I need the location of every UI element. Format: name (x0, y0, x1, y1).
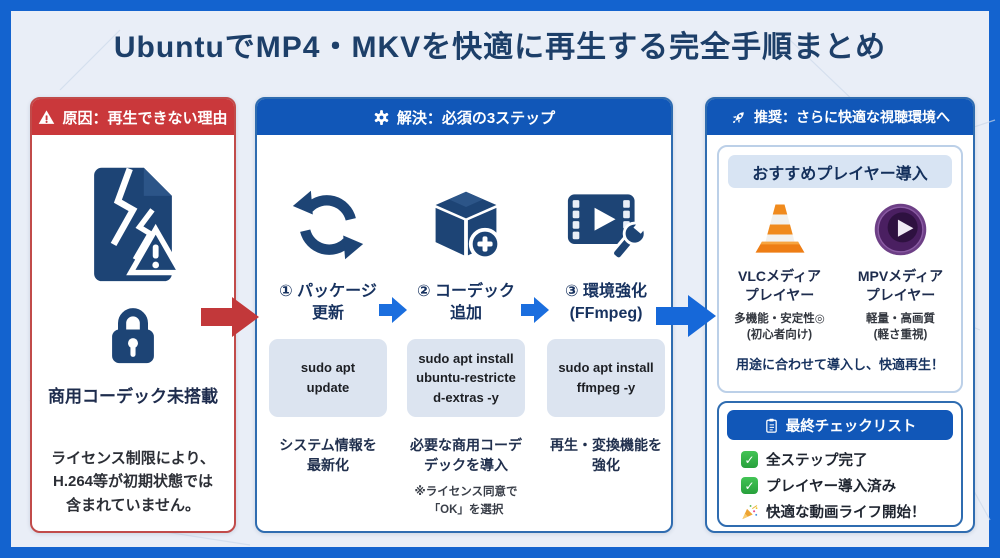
command-code: sudo apt install ffmpeg -y (547, 338, 665, 417)
broken-file-icon (32, 162, 234, 293)
checklist-items: ✓ 全ステップ完了 ✓ プレイヤー導入済み (741, 449, 961, 522)
refresh-icon (267, 135, 389, 263)
solution-panel-title: 解決：必須の3ステップ (396, 109, 556, 127)
recommend-panel: 推奨：さらに快適な視聴環境へ おすすめプレイヤー導入 (705, 97, 975, 533)
checklist-item-label: 全ステップ完了 (766, 453, 868, 469)
solution-panel-header: 解決：必須の3ステップ (257, 99, 671, 135)
step-1-package-update: ① パッケージ 更新 sudo apt update システム情報を 最新化 (267, 135, 389, 475)
checklist-item: 快適な動画ライフ開始！ (741, 501, 961, 522)
checklist-item: ✓ プレイヤー導入済み (741, 475, 961, 496)
solution-panel: 解決：必須の3ステップ ① パッケージ 更新 sudo apt update シ… (255, 97, 673, 533)
rocket-icon (730, 109, 747, 126)
recommend-panel-header: 推奨：さらに快適な視聴環境へ (707, 99, 973, 135)
checklist-item: ✓ 全ステップ完了 (741, 449, 961, 470)
cause-panel-title: 原因：再生できない理由 (62, 109, 228, 127)
cause-panel-body: 商用コーデック未搭載 ライセンス制限により、 H.264等が初期状態では 含まれ… (32, 162, 234, 517)
check-icon: ✓ (741, 477, 758, 494)
step-description: 再生・変換機能を 強化 (550, 436, 662, 474)
player-name: MPVメディア プレイヤー (857, 268, 944, 303)
checklist-header: 最終チェックリスト (727, 410, 953, 440)
recommend-panel-title: 推奨：さらに快適な視聴環境へ (754, 109, 950, 125)
step-arrow-icon (521, 295, 549, 330)
package-plus-icon (405, 135, 527, 263)
step-3-ffmpeg: ③ 環境強化 (FFmpeg) sudo apt install ffmpeg … (545, 135, 667, 475)
players-card-footer: 用途に合わせて導入し、快適再生！ (735, 356, 944, 372)
check-icon: ✓ (741, 451, 758, 468)
page-title: UbuntuでMP4・MKVを快適に再生する完全手順まとめ (113, 31, 887, 64)
command-code: sudo apt install ubuntu-restricte d-extr… (407, 338, 525, 417)
step-title: ① パッケージ 更新 (279, 283, 377, 323)
film-wrench-icon (545, 135, 667, 263)
step-arrow-icon (379, 295, 407, 330)
cause-description: ライセンス制限により、 H.264等が初期状態では 含まれていません。 (51, 450, 215, 514)
flow-arrow-blue-icon (656, 293, 716, 344)
step-description: システム情報を 最新化 (279, 436, 377, 474)
cause-subtitle: 商用コーデック未搭載 (48, 387, 218, 406)
command-code: sudo apt update (269, 338, 387, 417)
flow-arrow-red-icon (201, 295, 259, 344)
lock-icon (32, 305, 234, 370)
party-popper-icon (741, 503, 758, 521)
clipboard-icon (764, 418, 779, 433)
final-checklist-card: 最終チェックリスト ✓ 全ステップ完了 ✓ プレイヤー導入済み (717, 401, 963, 527)
warning-triangle-icon (38, 109, 55, 126)
checklist-item-label: 快適な動画ライフ開始！ (766, 505, 926, 521)
step-2-codec-install: ② コーデック 追加 sudo apt install ubuntu-restr… (405, 135, 527, 519)
step-title: ② コーデック 追加 (417, 283, 515, 323)
recommended-players-card: おすすめプレイヤー導入 VLCメディア プレイヤー (717, 145, 963, 393)
checklist-item-label: プレイヤー導入済み (766, 479, 897, 495)
gear-icon (373, 109, 390, 126)
player-description: 軽量・高画質 (軽さ重視) (866, 312, 935, 341)
players-card-header: おすすめプレイヤー導入 (728, 155, 952, 188)
cause-panel-header: 原因：再生できない理由 (32, 99, 234, 135)
step-title: ③ 環境強化 (FFmpeg) (565, 283, 647, 323)
step-description: 必要な商用コーデ デックを導入 (410, 436, 522, 474)
mpv-player-icon (840, 198, 961, 260)
step-note: ※ライセンス同意で 「OK」を選択 (414, 486, 518, 516)
player-name: VLCメディア プレイヤー (737, 268, 822, 303)
checklist-title: 最終チェックリスト (785, 418, 917, 435)
mpv-player: MPVメディア プレイヤー 軽量・高画質 (軽さ重視) (840, 198, 961, 343)
player-description: 多機能・安定性◎ (初心者向け) (734, 312, 825, 341)
vlc-cone-icon (719, 198, 840, 260)
vlc-player: VLCメディア プレイヤー 多機能・安定性◎ (初心者向け) (719, 198, 840, 343)
players-row: VLCメディア プレイヤー 多機能・安定性◎ (初心者向け) MPVメディア (719, 198, 961, 343)
